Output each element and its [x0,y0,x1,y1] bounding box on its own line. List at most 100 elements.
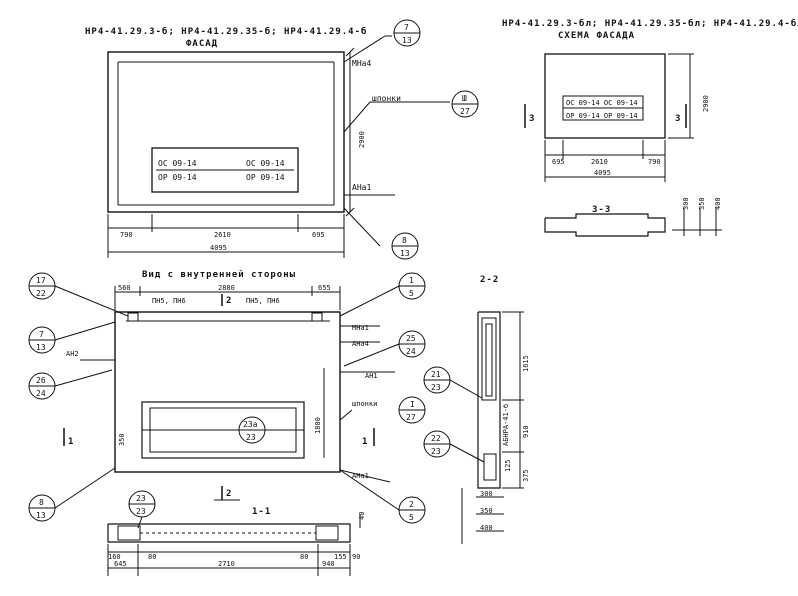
svg-text:8: 8 [39,498,44,507]
section-2-2-label-abira: АБНРА-41-б [502,404,510,446]
section-1-1: 1-1 23 23 40 160 80 80 155 90 645 2710 9… [107,490,366,576]
inner-section-right: 1 [362,437,368,447]
section-2-2-lower-void [483,453,497,481]
section-2-2-dim-300: 300 [480,490,493,498]
inner-callout-8: 8 13 [28,494,56,522]
section-2-2-dim-125: 125 [504,459,512,472]
section-1-1-right-block [315,525,339,541]
inner-label-mna: МНа1 [352,324,369,332]
inner-callout-25: 25 24 [398,330,426,358]
inner-dim-left-small: 350 [118,433,126,446]
svg-text:17: 17 [36,276,46,285]
svg-text:23: 23 [246,433,256,442]
scheme-panel-outline [544,53,666,139]
facade-dim-mid: 2610 [214,231,231,239]
facade-mark-2-left: ОР 09-14 [158,173,197,182]
svg-text:2: 2 [409,500,414,509]
facade-callout-7: 7 13 [393,19,421,47]
svg-text:23а: 23а [243,420,258,429]
scheme-view: НР4-41.29.3-бл; НР4-41.29.35-бл; НР4-41.… [502,18,798,182]
facade-callout-shponki: Ш 27 [451,90,479,118]
section-1-1-dim-155: 155 [334,553,347,561]
section-1-1-title: 1-1 [252,507,271,517]
inner-section-top: 2 [226,296,232,306]
section-2-2-dim-350: 350 [480,507,493,515]
inner-callout-i: I 27 [398,396,426,424]
facade-title-line1: НР4-41.29.3-б; НР4-41.29.35-б; НР4-41.29… [85,26,367,37]
facade-leader-shponki [343,101,371,133]
inner-callout-2: 2 5 [398,496,426,524]
section-3-3-dim-2: 350 [698,197,706,210]
svg-text:24: 24 [36,389,46,398]
inner-panel-outline [114,311,341,473]
facade-label-ana: АНа1 [352,183,371,192]
section-2-2-dim-1615: 1615 [522,355,530,372]
facade-leader-8 [343,207,381,247]
svg-text:26: 26 [36,376,46,385]
svg-text:8: 8 [402,236,407,245]
facade-title-line2: ФАСАД [186,39,218,49]
section-1-1-dim-2710: 2710 [218,560,235,568]
scheme-section-left: 3 [529,114,535,124]
facade-dim-height: 2900 [358,131,366,148]
inner-dim-mid: 2880 [218,284,235,292]
svg-text:5: 5 [409,289,414,298]
svg-text:13: 13 [400,249,410,258]
inner-dim-left: 560 [118,284,131,292]
scheme-section-right: 3 [675,114,681,124]
inner-label-an1: АН1 [365,372,378,380]
inner-callout-23a: 23а 23 [238,416,266,444]
inner-section-left: 1 [68,437,74,447]
inner-callout-7: 7 13 [28,326,56,354]
inner-dim-right: 655 [318,284,331,292]
section-1-1-dim-940: 940 [322,560,335,568]
facade-mark-2-right: ОР 09-14 [246,173,285,182]
facade-mark-1-left: ОС 09-14 [158,159,197,168]
svg-text:27: 27 [460,107,470,116]
scheme-mark-2: ОР 09-14 ОР 09-14 [566,112,638,120]
svg-text:5: 5 [409,513,414,522]
svg-text:13: 13 [402,36,412,45]
section-1-1-dim-40: 40 [358,512,366,520]
svg-text:23: 23 [136,507,146,516]
inner-label-ana1: АНа1 [352,472,369,480]
section-1-1-profile [107,523,351,543]
section-2-2-upper-void [481,317,497,401]
svg-text:Ш: Ш [462,94,467,103]
svg-text:22: 22 [431,434,441,443]
inner-view: Вид с внутренней стороны 560 2880 655 ПН… [28,270,426,524]
inner-callout-1: 1 5 [398,272,426,300]
section-1-1-dim-80b: 80 [300,553,308,561]
svg-text:7: 7 [404,23,409,32]
section-3-3-title: 3-3 [592,205,611,215]
scheme-dim-right: 790 [648,158,661,166]
svg-text:25: 25 [406,334,416,343]
inner-label-an2: АН2 [66,350,79,358]
section-1-1-left-block [117,525,141,541]
scheme-mark-1: ОС 09-14 ОС 09-14 [566,99,638,107]
facade-leader-7 [343,35,386,63]
scheme-title-line2: СХЕМА ФАСАДА [558,31,635,41]
scheme-title-line1: НР4-41.29.3-бл; НР4-41.29.35-бл; НР4-41.… [502,18,798,29]
inner-lifting-loop-left [127,312,139,322]
section-1-1-dim-160: 160 [108,553,121,561]
section-1-1-callout-23: 23 23 [128,490,156,518]
facade-panel-outline [107,51,345,213]
svg-text:24: 24 [406,347,416,356]
section-2-2: 2-2 АБНРА-41-б 1615 910 375 125 300 350 … [423,275,530,544]
inner-label-ana4: АНа4 [352,340,369,348]
facade-view: НР4-41.29.3-б; НР4-41.29.35-б; НР4-41.29… [85,19,479,260]
section-1-1-dim-645: 645 [114,560,127,568]
facade-label-shponki: шпонки [372,94,401,103]
section-2-2-dim-400: 400 [480,524,493,532]
inner-section-bottom: 2 [226,489,232,499]
scheme-dim-left: 695 [552,158,565,166]
section-3-3: 3-3 300 350 400 [544,197,722,237]
inner-label-shponki: шпонки [352,400,377,408]
facade-mark-1-right: ОС 09-14 [246,159,285,168]
inner-pn-right: ПН5, ПН6 [246,297,280,305]
svg-text:I: I [410,400,415,409]
svg-text:1: 1 [409,276,414,285]
section-2-2-callout-21: 21 23 [423,366,451,394]
